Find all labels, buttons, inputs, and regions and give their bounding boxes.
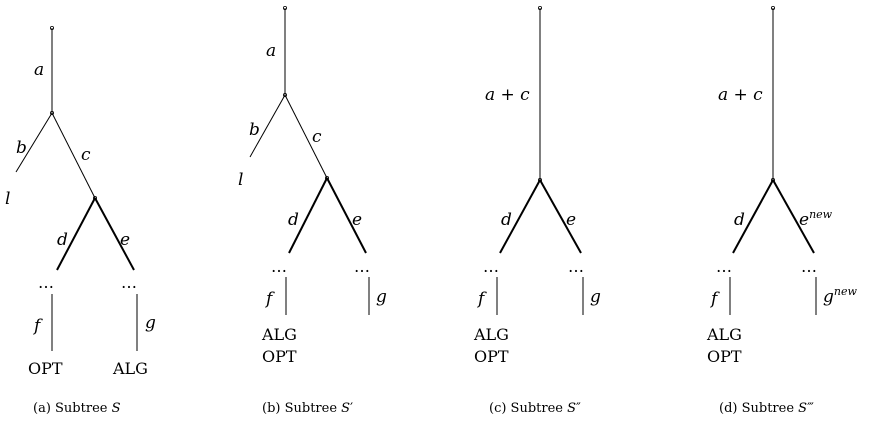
label-a: a	[266, 41, 276, 61]
root-node	[771, 6, 776, 11]
dots-left: …	[271, 257, 289, 276]
edge-d	[732, 179, 774, 254]
node-1	[282, 93, 287, 98]
label-d: d	[288, 210, 299, 230]
panel-b: a b c l d e … … f g ALG OPT (b) Subtree …	[238, 6, 387, 416]
node-1	[771, 177, 776, 182]
edge-c	[51, 112, 96, 199]
label-d: d	[57, 230, 68, 250]
edge-d	[499, 179, 541, 254]
edge-c	[284, 94, 328, 179]
node-1	[538, 177, 543, 182]
edge-e	[539, 179, 582, 254]
label-c: c	[312, 127, 322, 147]
caption-a: (a) Subtree S	[33, 401, 121, 416]
edge-e	[326, 177, 367, 254]
edge-b	[15, 112, 53, 173]
label-g: g	[376, 287, 387, 307]
bottom-right-line1: ALG	[112, 359, 148, 378]
panel-a: a b c l d e … … f g OPT ALG (a) Subtree …	[5, 25, 156, 416]
root-node	[538, 6, 543, 11]
label-e: e	[352, 210, 362, 230]
edge-d	[288, 177, 328, 254]
panel-c: a + c d e … … f g ALG OPT (c) Subtree S″	[473, 6, 601, 416]
panel-d: a + c d enew … … f gnew ALG OPT (d) Subt…	[706, 6, 857, 416]
label-e-new: enew	[799, 208, 833, 230]
dots-left: …	[483, 257, 501, 276]
node-1	[50, 111, 55, 116]
edge-e	[94, 197, 135, 271]
label-g-new: gnew	[823, 285, 857, 307]
dots-right: …	[568, 257, 586, 276]
root-node	[282, 6, 287, 11]
edge-d	[56, 197, 96, 271]
dots-right: …	[121, 273, 139, 292]
label-a: a	[34, 60, 44, 80]
label-d: d	[734, 210, 745, 230]
bottom-left-line2: OPT	[262, 347, 297, 366]
label-a-plus-c: a + c	[485, 85, 530, 105]
root-node	[50, 25, 55, 30]
label-l: l	[238, 170, 243, 190]
label-f: f	[476, 289, 487, 309]
dots-left: …	[716, 257, 734, 276]
node-2	[93, 195, 98, 200]
dots-right: …	[354, 257, 372, 276]
label-f: f	[709, 289, 720, 309]
label-b: b	[16, 138, 27, 158]
label-b: b	[249, 120, 260, 140]
label-d: d	[501, 210, 512, 230]
label-f: f	[32, 316, 43, 336]
bottom-left-line1: OPT	[28, 359, 63, 378]
dots-right: …	[801, 257, 819, 276]
bottom-left-line1: ALG	[261, 325, 297, 344]
edge-b	[249, 94, 286, 158]
label-a-plus-c: a + c	[718, 85, 763, 105]
bottom-left-line1: ALG	[706, 325, 742, 344]
edge-e-new	[772, 179, 815, 254]
label-e: e	[566, 210, 576, 230]
caption-b: (b) Subtree S′	[262, 401, 353, 416]
caption-c: (c) Subtree S″	[489, 401, 581, 416]
bottom-left-line2: OPT	[474, 347, 509, 366]
bottom-left-line2: OPT	[707, 347, 742, 366]
label-g: g	[590, 287, 601, 307]
node-2	[324, 175, 329, 180]
bottom-left-line1: ALG	[473, 325, 509, 344]
label-f: f	[264, 289, 275, 309]
label-e: e	[120, 230, 130, 250]
label-c: c	[81, 145, 91, 165]
label-l: l	[5, 189, 10, 209]
label-g: g	[145, 313, 156, 333]
dots-left: …	[38, 273, 56, 292]
caption-d: (d) Subtree S‴	[719, 401, 814, 416]
